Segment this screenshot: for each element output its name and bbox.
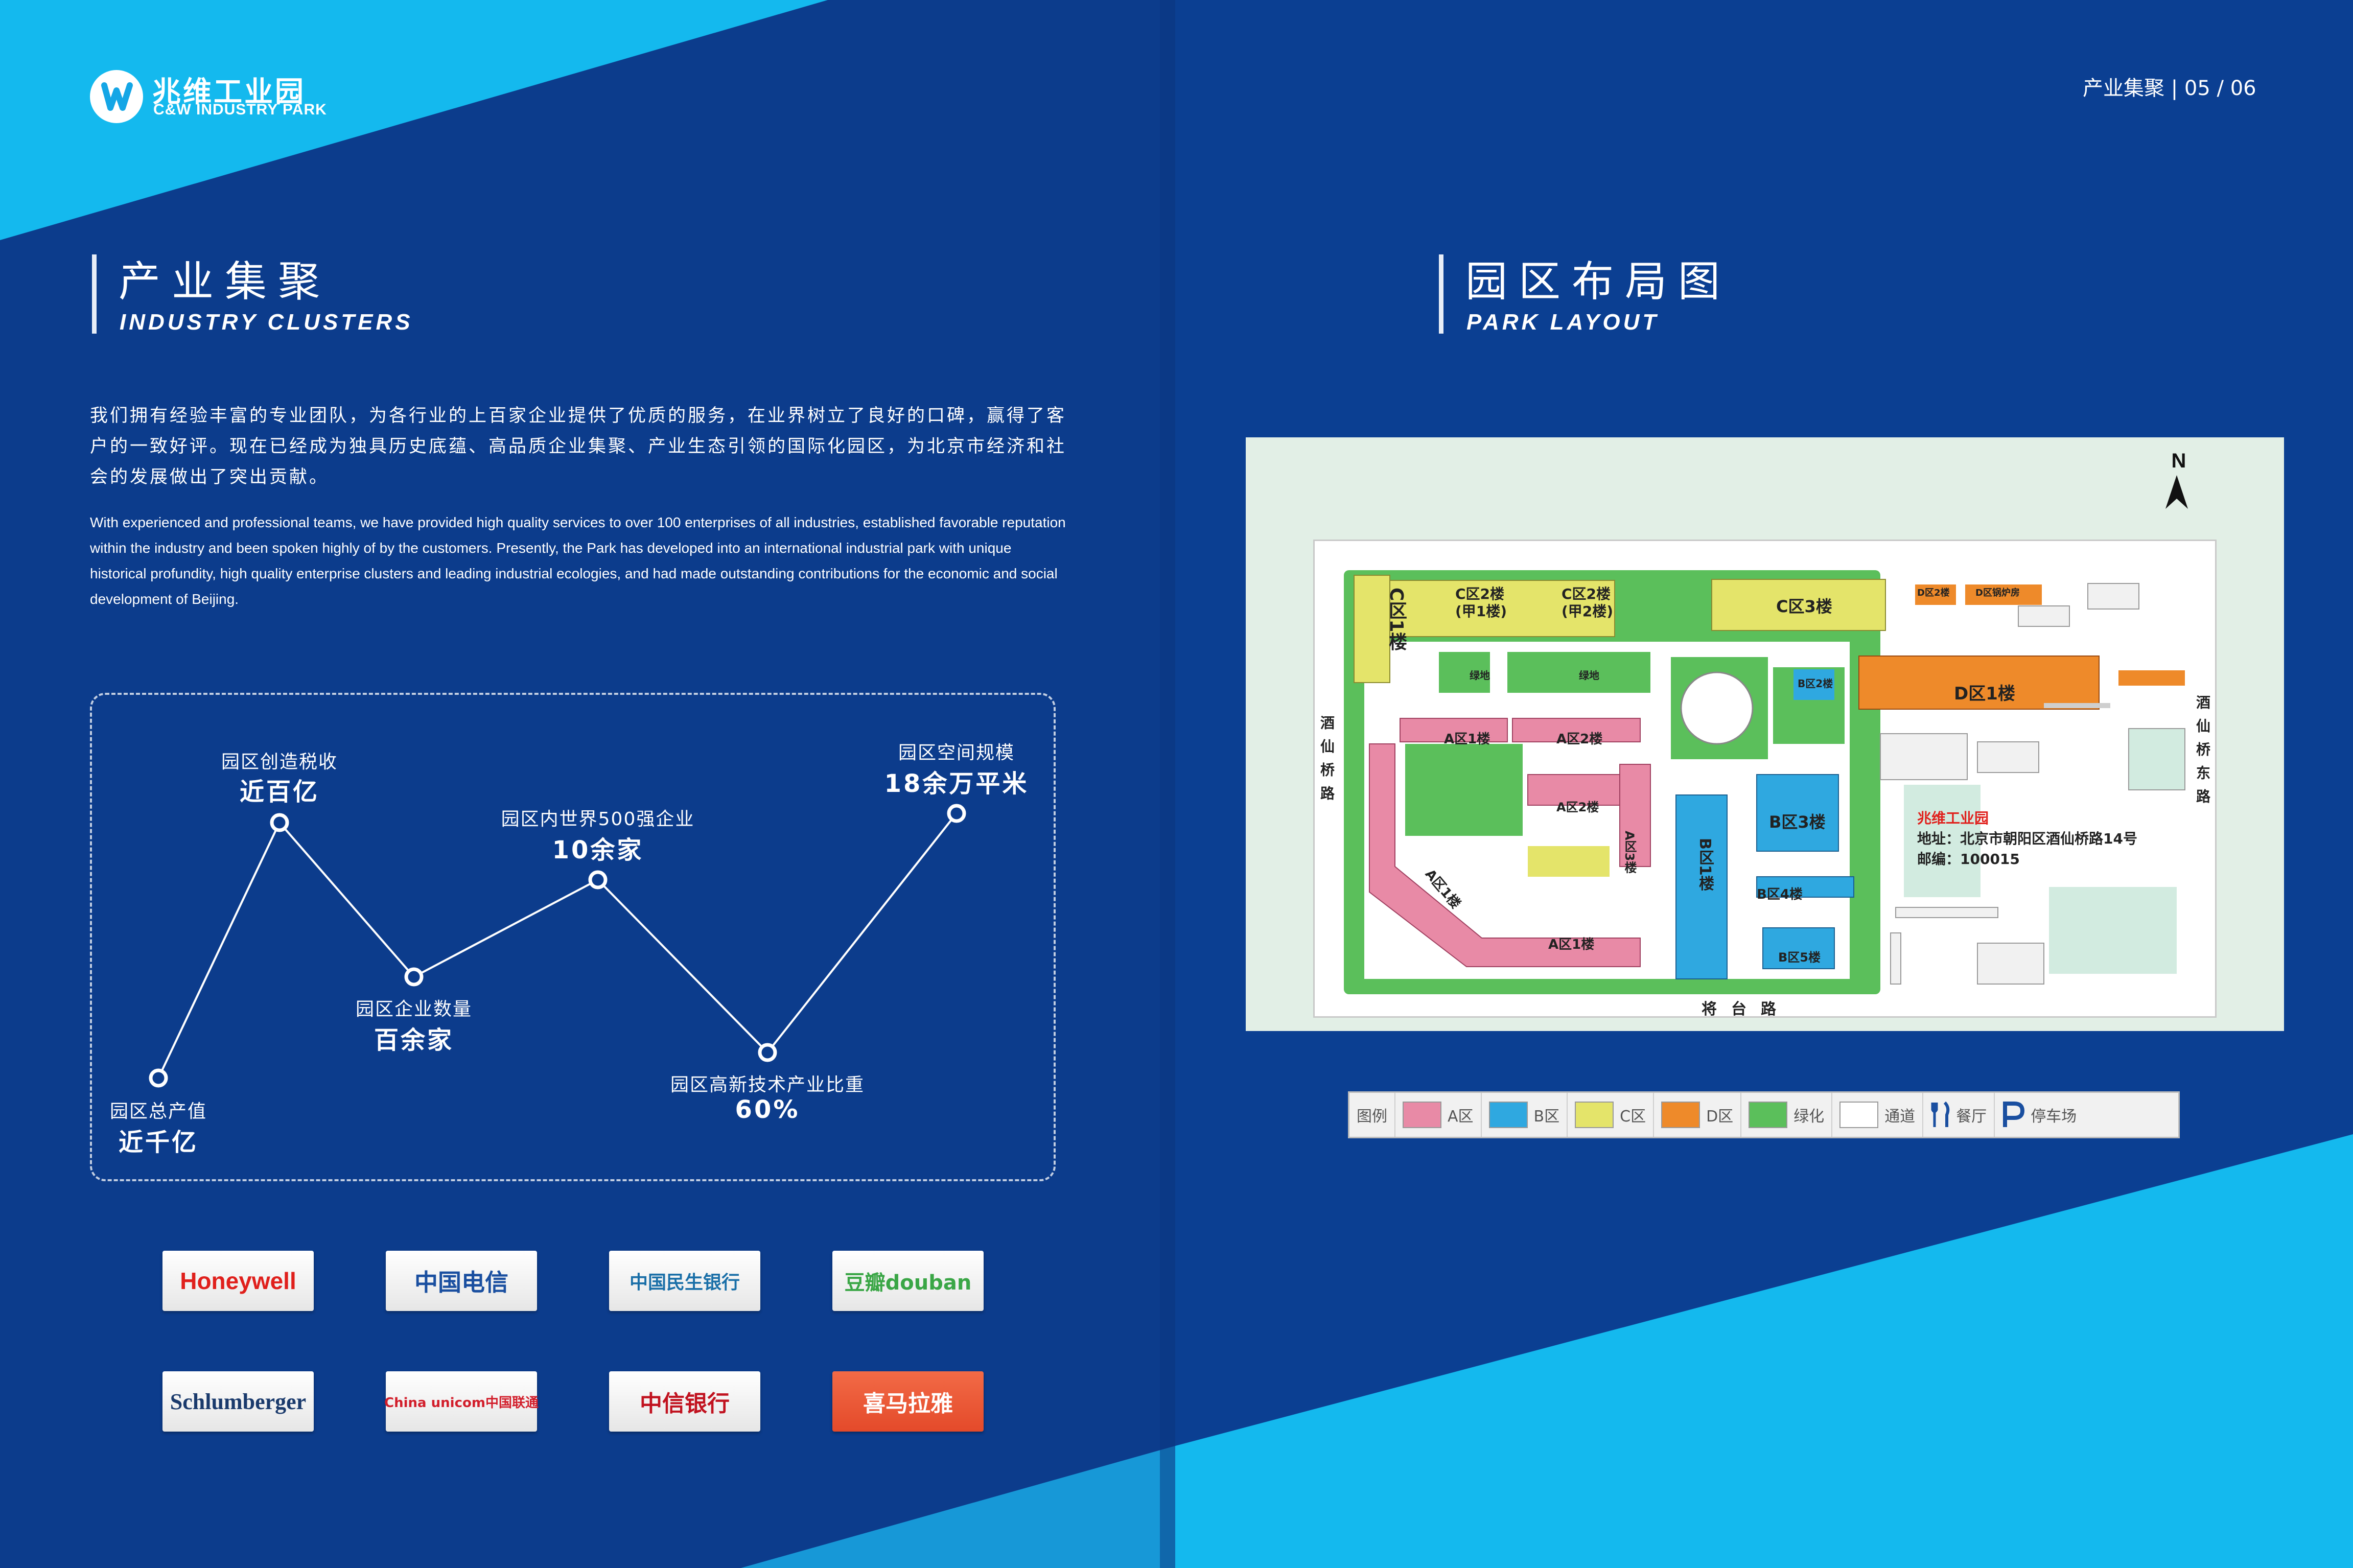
map-label-b5: B区5楼 xyxy=(1778,950,1821,965)
stat-label-enterprises: 园区企业数量 xyxy=(355,999,473,1020)
stat-value-tax: 近百亿 xyxy=(239,778,320,806)
map-label-b4: B区4楼 xyxy=(1757,887,1803,902)
compass-label: N xyxy=(2171,450,2186,472)
stat-label-hightech: 园区高新技术产业比重 xyxy=(670,1074,865,1095)
logo-schlumberger: Schlumberger xyxy=(162,1371,314,1432)
fork-knife-icon xyxy=(1931,1101,1950,1127)
stats-panel xyxy=(90,693,1056,1181)
map-label-road-right: 酒仙桥东路 xyxy=(2194,695,2211,812)
map-legend: 图例 A区 B区 C区 D区 绿化 通道 餐厅 停车场 xyxy=(1348,1091,2180,1138)
parking-icon xyxy=(2003,1102,2025,1127)
map-label-a1-top: A区1楼 xyxy=(1444,732,1490,747)
map-label-green: 绿地 xyxy=(1579,669,1599,682)
map-label-d1: D区1楼 xyxy=(1954,684,2015,704)
legend-item-parking: 停车场 xyxy=(1995,1093,2084,1137)
legend-item-green: 绿化 xyxy=(1741,1093,1833,1137)
map-label-road-left: 酒仙桥路 xyxy=(1318,715,1335,809)
stat-label-tax: 园区创造税收 xyxy=(221,752,338,773)
logo-china-telecom: 中国电信 xyxy=(386,1251,537,1311)
logo-china-unicom: China unicom中国联通 xyxy=(384,1371,539,1432)
legend-item-d: D区 xyxy=(1654,1093,1742,1137)
section-title-en: PARK LAYOUT xyxy=(1466,310,1660,335)
legend-item-b: B区 xyxy=(1482,1093,1568,1137)
legend-item-restaurant: 餐厅 xyxy=(1923,1093,1995,1137)
stat-label-space: 园区空间规模 xyxy=(898,742,1015,763)
map-label-d2: D区2楼 xyxy=(1917,588,1950,598)
map-label-a1-bottom: A区1楼 xyxy=(1548,937,1595,952)
map-label-d-boiler: D区锅炉房 xyxy=(1975,588,2020,598)
intro-paragraph-en: With experienced and professional teams,… xyxy=(90,514,1066,607)
north-arrow-icon xyxy=(2165,475,2188,509)
map-label-a2-mid: A区2楼 xyxy=(1556,800,1599,814)
map-label-postcode: 邮编：100015 xyxy=(1917,851,2020,868)
legend-item-c: C区 xyxy=(1568,1093,1655,1137)
title-accent-bar xyxy=(1439,254,1443,334)
page-indicator: 产业集聚 | 05 / 06 xyxy=(2083,77,2256,100)
title-accent-bar xyxy=(92,254,97,334)
logo-douban: 豆瓣douban xyxy=(832,1251,984,1311)
map-label-a2-top: A区2楼 xyxy=(1556,732,1603,747)
stat-value-space: 18余万平米 xyxy=(884,769,1029,798)
brand-name-cn: 兆维工业园 xyxy=(152,76,306,109)
map-label-b3: B区3楼 xyxy=(1769,812,1826,832)
logo-ximalaya: 喜马拉雅 xyxy=(832,1371,984,1432)
stat-value-hightech: 60% xyxy=(735,1095,800,1124)
stat-value-fortune500: 10余家 xyxy=(552,836,644,864)
section-title-cn: 园区布局图 xyxy=(1465,258,1732,306)
stat-label-fortune500: 园区内世界500强企业 xyxy=(501,809,695,830)
brand-logo-icon xyxy=(90,70,143,123)
map-label-address: 地址：北京市朝阳区酒仙桥路14号 xyxy=(1917,830,2137,847)
legend-title: 图例 xyxy=(1349,1093,1395,1137)
section-title-cn: 产业集聚 xyxy=(119,258,332,306)
legend-item-a: A区 xyxy=(1395,1093,1482,1137)
map-label-c1: C区1楼 xyxy=(1386,588,1407,651)
map-label-park-name: 兆维工业园 xyxy=(1917,810,1989,827)
stat-label-total-output: 园区总产值 xyxy=(109,1101,207,1122)
map-label-b1: B区1楼 xyxy=(1696,838,1714,891)
section-title-en: INDUSTRY CLUSTERS xyxy=(120,310,413,335)
map-label-c2a: C区2楼 (甲1楼) xyxy=(1455,586,1507,620)
stat-value-total-output: 近千亿 xyxy=(118,1128,199,1157)
stat-value-enterprises: 百余家 xyxy=(374,1026,454,1055)
brand-name-en: C&W INDUSTRY PARK xyxy=(153,101,327,118)
logo-minsheng-bank: 中国民生银行 xyxy=(609,1251,760,1311)
map-label-c2b: C区2楼 (甲2楼) xyxy=(1562,586,1614,620)
logo-honeywell: Honeywell xyxy=(162,1251,314,1311)
intro-paragraph-cn: 我们拥有经验丰富的专业团队，为各行业的上百家企业提供了优质的服务，在业界树立了良… xyxy=(90,406,1067,487)
map-label-c3: C区3楼 xyxy=(1776,597,1832,616)
map-label-green: 绿地 xyxy=(1470,669,1490,682)
legend-item-road: 通道 xyxy=(1832,1093,1924,1137)
map-label-a3: A区3楼 xyxy=(1622,831,1637,874)
park-map-drawing xyxy=(1344,570,2185,994)
map-label-road-bottom: 将台路 xyxy=(1702,1000,1790,1018)
map-label-b2: B区2楼 xyxy=(1798,677,1833,690)
logo-citic-bank: 中信银行 xyxy=(609,1371,760,1432)
